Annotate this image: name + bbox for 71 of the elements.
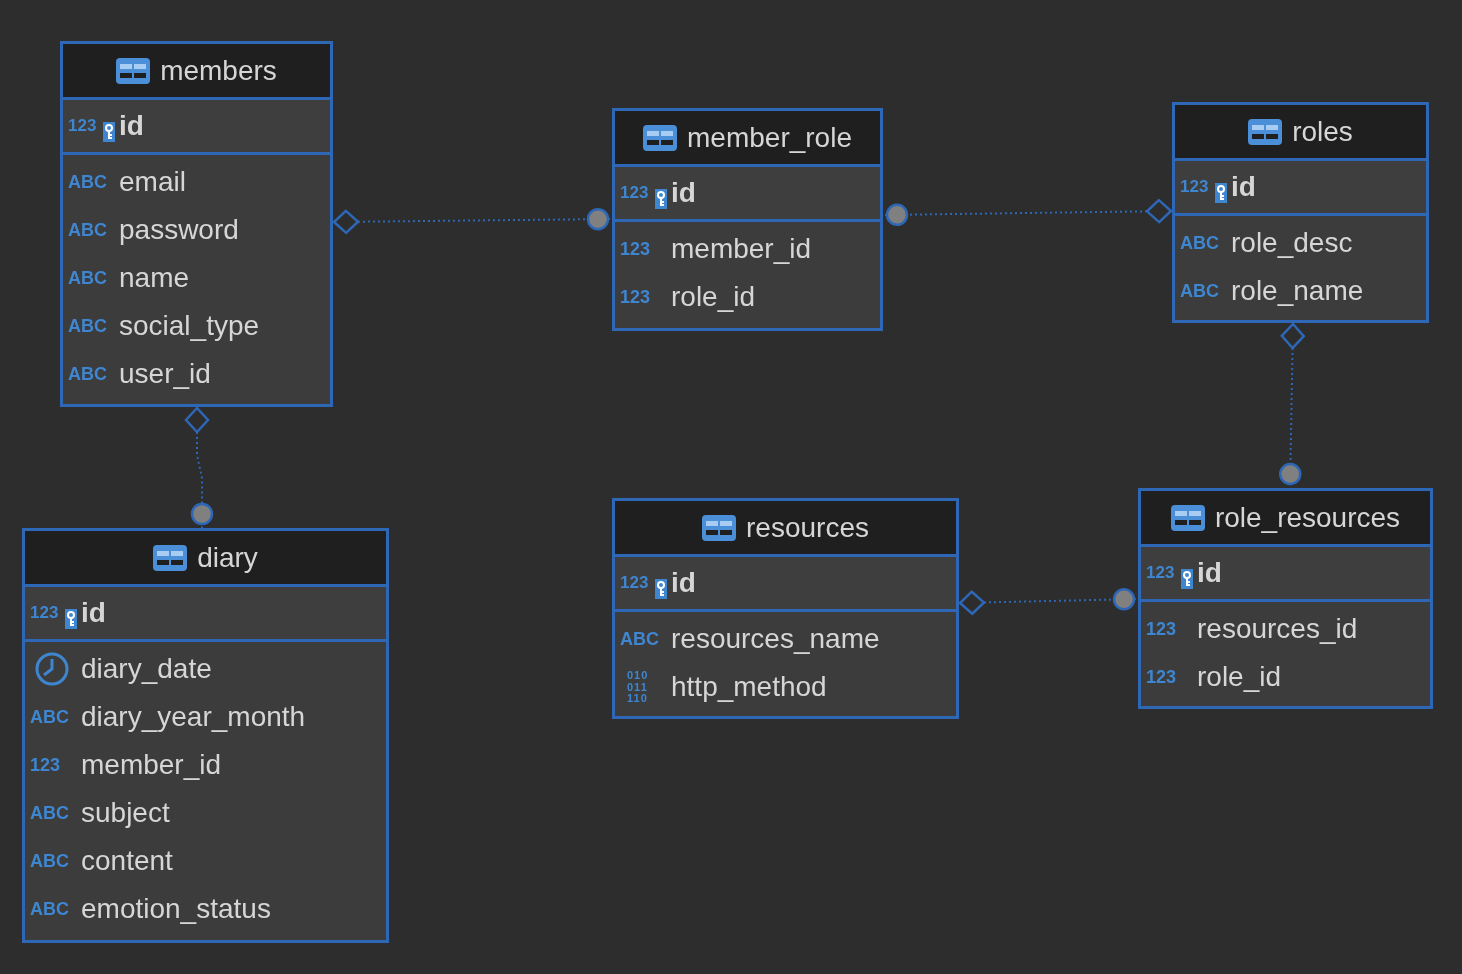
column-name: social_type — [119, 310, 260, 342]
table-name: members — [160, 54, 277, 87]
type-label: ABC — [30, 898, 69, 920]
column-name: diary_year_month — [81, 701, 306, 733]
relationship-line — [184, 406, 214, 529]
relationship-line — [332, 207, 613, 235]
column-name: diary_date — [81, 653, 212, 685]
column-name: member_id — [671, 233, 812, 265]
type-label: ABC — [68, 363, 107, 385]
type-label: 123 — [1146, 563, 1175, 583]
column-name: role_name — [1231, 275, 1364, 307]
primary-key-row — [25, 584, 386, 642]
type-label: ABC — [68, 171, 107, 193]
type-label: ABC — [68, 219, 107, 241]
column-name: content — [81, 845, 173, 877]
table-name: member_role — [687, 121, 852, 154]
type-label: 123 — [30, 603, 59, 623]
table-box — [60, 41, 333, 407]
column-name: emotion_status — [81, 893, 271, 925]
primary-key-row — [1175, 158, 1426, 216]
column-name: role_id — [671, 281, 756, 313]
type-label: ABC — [30, 802, 69, 824]
type-label: ABC — [30, 706, 69, 728]
column-name: resources_id — [1197, 613, 1358, 645]
column-name: password — [119, 214, 239, 246]
column-name: id — [671, 177, 696, 209]
type-label: 010 011 110 — [627, 669, 650, 705]
type-label: ABC — [1180, 232, 1219, 254]
type-label: 123 — [620, 183, 649, 203]
primary-key-row — [1141, 544, 1430, 602]
column-name: name — [119, 262, 190, 294]
type-label: ABC — [1180, 280, 1219, 302]
column-name: http_method — [671, 671, 827, 703]
type-label: ABC — [30, 850, 69, 872]
column-name: id — [671, 567, 696, 599]
column-name: role_desc — [1231, 227, 1353, 259]
relationship-line — [958, 588, 1139, 615]
type-label: ABC — [620, 628, 659, 650]
column-name: email — [119, 166, 186, 198]
type-label: 123 — [1146, 618, 1177, 640]
column-name: resources_name — [671, 623, 880, 655]
column-name: id — [119, 110, 144, 142]
table-name: resources — [746, 511, 869, 544]
column-name: member_id — [81, 749, 222, 781]
type-label: ABC — [68, 315, 107, 337]
table-name: roles — [1292, 115, 1353, 148]
column-name: subject — [81, 797, 170, 829]
primary-key-row — [615, 164, 880, 222]
type-label: 123 — [1180, 177, 1209, 197]
column-name: role_id — [1197, 661, 1282, 693]
type-label: 123 — [30, 754, 61, 776]
type-label: 123 — [620, 573, 649, 593]
column-name: user_id — [119, 358, 211, 390]
table-box — [22, 528, 389, 943]
primary-key-row — [615, 554, 956, 612]
type-label: 123 — [1146, 666, 1177, 688]
table-box — [612, 108, 883, 331]
column-name: id — [1197, 557, 1222, 589]
primary-key-row — [63, 97, 330, 155]
relationship-line — [882, 198, 1173, 227]
table-box — [1172, 102, 1429, 323]
type-label: 123 — [620, 286, 651, 308]
type-label: 123 — [68, 116, 97, 136]
table-box — [612, 498, 959, 719]
column-name: id — [81, 597, 106, 629]
column-name: id — [1231, 171, 1256, 203]
table-name: role_resources — [1214, 501, 1401, 534]
table-box — [1138, 488, 1433, 709]
type-label: ABC — [68, 267, 107, 289]
table-name: diary — [197, 541, 258, 574]
type-label: 123 — [620, 238, 651, 260]
